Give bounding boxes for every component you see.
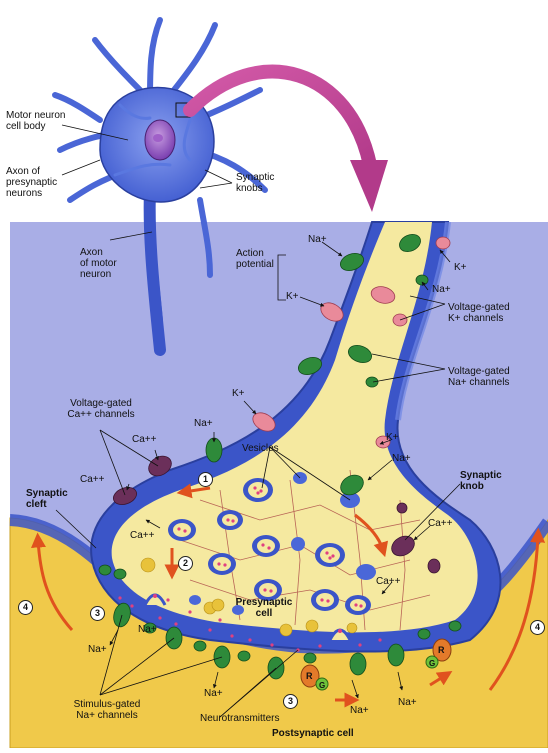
- step-1-marker: 1: [198, 472, 213, 487]
- ion-k-label: K+: [232, 388, 245, 399]
- ion-ca-label: Ca++: [376, 576, 401, 587]
- vesicles-label: Vesicles: [242, 443, 279, 454]
- step-2-marker: 2: [178, 556, 193, 571]
- ca-channels: [112, 455, 441, 574]
- step-3-marker: 3: [90, 606, 105, 621]
- action-potential-label: Action potential: [236, 248, 274, 270]
- vesicles: [168, 472, 376, 615]
- step-4-marker: 4: [18, 600, 33, 615]
- ion-na-label: Na+: [194, 418, 213, 429]
- synaptic-knobs-label: Synaptic knobs: [236, 172, 275, 194]
- ion-na-label: Na+: [398, 697, 417, 708]
- motor-neuron-cell-body-label: Motor neuron cell body: [6, 110, 66, 132]
- voltage-gated-k-label: Voltage-gated K+ channels: [448, 302, 510, 324]
- voltage-gated-ca-label: Voltage-gated Ca++ channels: [67, 398, 135, 420]
- neurotransmitters-label: Neurotransmitters: [200, 713, 280, 724]
- presynaptic-cytoplasm: [111, 222, 478, 633]
- step-3-marker: 3: [283, 694, 298, 709]
- red-arrows: [31, 483, 546, 708]
- ion-na-label: Na+: [432, 284, 451, 295]
- receptor-r-label: R: [438, 645, 445, 655]
- ion-na-label: Na+: [392, 453, 411, 464]
- ion-k-label: K+: [286, 291, 299, 302]
- receptor-r-label: R: [306, 671, 313, 681]
- presynaptic-cell-label: Presynaptic cell: [235, 597, 293, 619]
- axon-presynaptic-label: Axon of presynaptic neurons: [6, 166, 58, 199]
- motor-neuron-overview: [52, 17, 268, 356]
- k-channels: [252, 236, 451, 449]
- neurotransmitter-dots: [118, 596, 382, 652]
- axon-motor-neuron-label: Axon of motor neuron: [80, 247, 117, 280]
- ion-ca-label: Ca++: [80, 474, 105, 485]
- pointer-lines: [55, 254, 461, 718]
- calcium-globules: [140, 557, 358, 637]
- postsynaptic-cell-label: Postsynaptic cell: [272, 728, 354, 739]
- receptor-g-label: G: [319, 681, 326, 690]
- synaptic-cleft-label: Synaptic cleft: [26, 488, 68, 510]
- ion-na-label: Na+: [138, 624, 157, 635]
- synaptic-knob-label: Synaptic knob: [460, 470, 502, 492]
- receptor-g-label: G: [429, 659, 436, 668]
- exocytosis-sites: [143, 593, 352, 641]
- ion-ca-label: Ca++: [428, 518, 453, 529]
- ion-na-label: Na+: [308, 234, 327, 245]
- ion-na-label: Na+: [204, 688, 223, 699]
- stimulus-gated-na-label: Stimulus-gated Na+ channels: [73, 699, 141, 721]
- ion-na-label: Na+: [88, 644, 107, 655]
- ion-ca-label: Ca++: [130, 530, 155, 541]
- voltage-gated-na-label: Voltage-gated Na+ channels: [448, 366, 510, 388]
- receptor-complexes: [300, 638, 452, 691]
- step-4-marker: 4: [530, 620, 545, 635]
- zoom-arrow: [183, 64, 388, 212]
- ion-k-label: K+: [386, 432, 399, 443]
- ion-k-label: K+: [454, 262, 467, 273]
- ion-ca-label: Ca++: [132, 434, 157, 445]
- ion-na-label: Na+: [350, 705, 369, 716]
